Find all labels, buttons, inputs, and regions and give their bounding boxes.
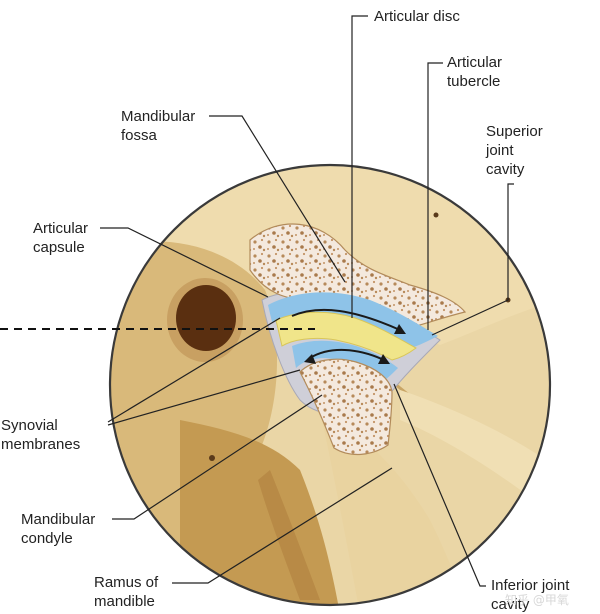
- condyle-shape: [299, 358, 393, 455]
- magnified-view: [110, 165, 550, 605]
- label-synovial-membranes: Synovial membranes: [1, 417, 81, 453]
- disc-shape: [275, 311, 417, 361]
- label-ramus-of-mandible: Ramus of mandible: [94, 574, 159, 610]
- label-articular-tubercle: Articular tubercle: [447, 54, 503, 90]
- lower-arrowhead: [378, 354, 390, 364]
- coronoid-area: [400, 390, 550, 520]
- leader-superior-joint-cavity: [431, 183, 514, 336]
- label-mandibular-fossa: Mandibular fossa: [121, 108, 196, 144]
- label-articular-disc: Articular disc: [374, 8, 460, 25]
- leader-inferior-joint-cavity: [393, 383, 486, 587]
- leader-lines: [100, 15, 514, 587]
- label-superior-joint-cavity: Superior joint cavity: [486, 123, 543, 178]
- upper-arrowhead: [394, 324, 406, 334]
- leader-articular-disc: [351, 15, 368, 318]
- label-mandibular-condyle: Mandibular condyle: [21, 511, 96, 547]
- leader-mandibular-fossa: [209, 115, 346, 283]
- foramen-dot: [433, 212, 439, 218]
- watermark: 知乎 @甲氧: [505, 593, 569, 607]
- leader-mandibular-condyle: [112, 394, 323, 520]
- magnified-view-border: [108, 163, 552, 607]
- leader-synovial-a: [107, 317, 281, 423]
- foramen-dot: [209, 455, 215, 461]
- upper-arrow: [291, 308, 401, 331]
- leader-ramus: [172, 467, 393, 584]
- styloid-process: [258, 470, 320, 600]
- label-inferior-joint-cavity: Inferior joint cavity: [491, 577, 570, 613]
- leader-synovial-b: [107, 369, 301, 426]
- label-articular-capsule: Articular capsule: [33, 220, 89, 256]
- leader-articular-capsule: [100, 227, 269, 298]
- ramus: [320, 410, 470, 605]
- meatus-opening: [176, 285, 236, 351]
- leader-articular-tubercle: [427, 62, 443, 330]
- lower-arrow: [309, 348, 385, 361]
- lower-arrowhead-back: [304, 354, 316, 364]
